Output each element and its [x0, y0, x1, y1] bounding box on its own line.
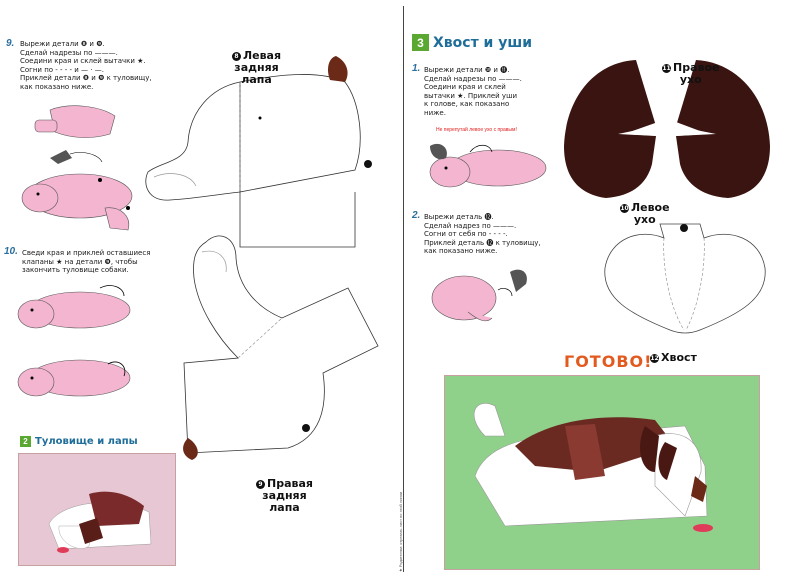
part-10-title: Левое ухо	[631, 201, 670, 226]
ears-cutout	[564, 60, 770, 198]
right-ear-shape	[676, 60, 770, 198]
dog-head-shape	[21, 183, 59, 213]
part-9-cutout	[183, 235, 379, 460]
section-2-header: 2 Туловище и лапы	[20, 436, 138, 447]
part-12-cutout	[604, 223, 766, 334]
part-11-title: Правое ухо	[673, 61, 720, 86]
part-11-number: 11	[662, 64, 671, 73]
step-10-instructions: Сведи края и приклей оставшиеся клапаны …	[22, 249, 151, 274]
head-shape	[49, 105, 116, 138]
back-paw-shape	[104, 207, 130, 231]
section-3-title: Хвост и уши	[433, 34, 533, 51]
section-3-header: 3 Хвост и уши	[412, 34, 532, 51]
part-8-cutout	[145, 56, 372, 248]
section-2-number: 2	[20, 436, 31, 447]
dog-head-b	[17, 367, 55, 397]
page-divider	[403, 6, 404, 572]
part-9-number: 9	[256, 480, 265, 489]
step-1-illustration	[429, 143, 547, 188]
step-9-number: 9.	[6, 38, 15, 49]
dog-head-a	[17, 299, 55, 329]
part-12-title: Хвост	[661, 351, 697, 364]
ear-warning-note: Не перепутай левое ухо с правым!	[436, 127, 517, 133]
muzzle-shape	[34, 119, 58, 133]
step-1-instructions: Вырежи детали ❿ и ⓫. Сделай надрезы по —…	[424, 66, 522, 117]
done-heading: ГОТОВО!	[564, 352, 653, 371]
part-8-number: 8	[232, 52, 241, 61]
part-10-number: 10	[620, 204, 629, 213]
step-10-illustration	[17, 285, 131, 397]
part-9-title: Правая задняя лапа	[262, 477, 313, 514]
step-2-illustration	[431, 269, 527, 322]
step-9-instructions: Вырежи детали ❽ и ❾. Сделай надрезы по —…	[20, 40, 152, 91]
section-2-title: Туловище и лапы	[35, 436, 138, 447]
finished-dog-photo	[444, 375, 760, 570]
section-2-photo	[18, 453, 176, 566]
step-9-illustration	[21, 105, 133, 231]
step-2-number: 2.	[412, 210, 421, 221]
step-1-number: 1.	[412, 63, 421, 74]
part-8-title: Левая задняя лапа	[234, 49, 282, 86]
ear-shape	[50, 150, 72, 164]
step-2-instructions: Вырежи деталь ⓬. Сделай надрез по ———. С…	[424, 213, 541, 255]
step-10-number: 10.	[4, 246, 18, 257]
section-3-number: 3	[412, 34, 429, 51]
left-ear-shape	[564, 60, 656, 198]
part-12-number: 12	[650, 354, 659, 363]
